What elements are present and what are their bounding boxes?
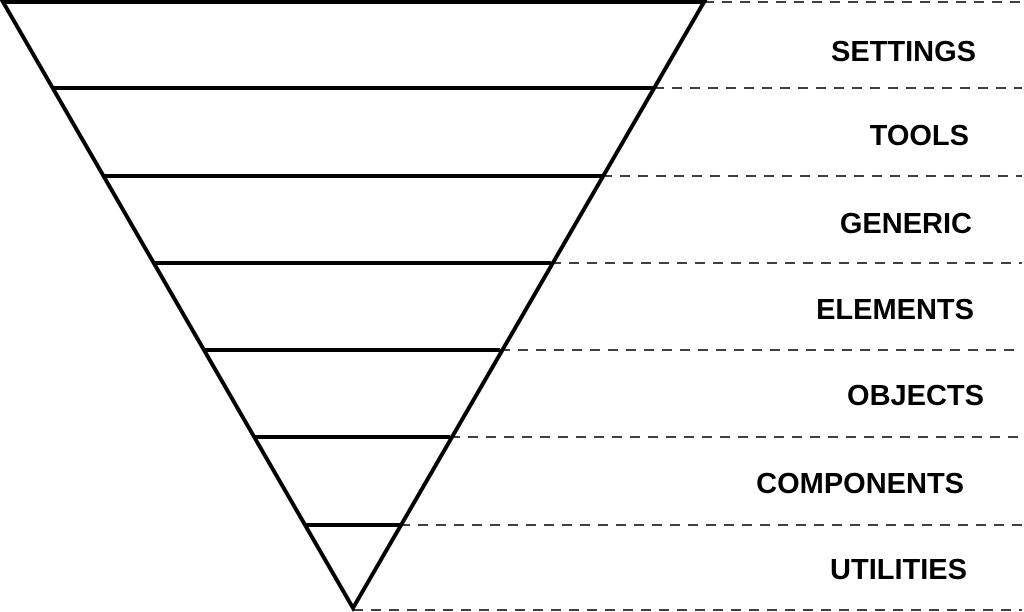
layer-label-objects: OBJECTS: [847, 380, 984, 412]
layer-label-tools: TOOLS: [870, 120, 969, 152]
layer-label-settings: SETTINGS: [831, 36, 976, 68]
layer-label-generic: GENERIC: [840, 208, 972, 240]
inverted-triangle: [0, 0, 708, 612]
layer-dividers: [52, 86, 654, 527]
layer-label-utilities: UTILITIES: [830, 554, 967, 586]
layer-label-components: COMPONENTS: [756, 468, 964, 500]
layer-label-elements: ELEMENTS: [816, 294, 974, 326]
dashed-guides: [353, 1, 1022, 611]
